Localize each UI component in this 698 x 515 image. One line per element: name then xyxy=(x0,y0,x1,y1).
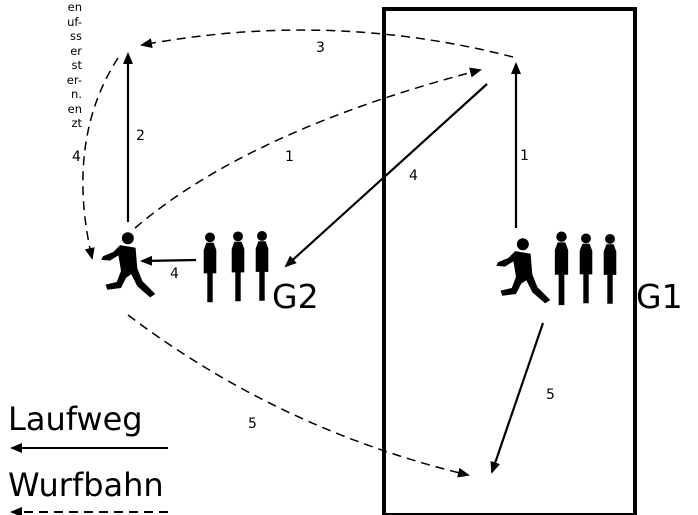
player-icon xyxy=(255,230,269,301)
field-rectangle xyxy=(382,7,637,515)
run-path-5 xyxy=(490,322,545,474)
player-icon xyxy=(554,231,569,306)
cropped-side-text: en uf- ss er st er- n. en zt xyxy=(0,0,82,131)
side-text-line: en xyxy=(67,101,82,116)
run-path-4-short xyxy=(140,255,197,266)
player-icon xyxy=(231,231,245,302)
player-icon xyxy=(203,232,217,303)
throw-path-4 xyxy=(82,57,119,260)
run-path-4-diagonal xyxy=(284,83,488,268)
label-5-solid: 5 xyxy=(546,387,555,403)
runner-icon-left xyxy=(101,232,156,298)
side-text-line: uf- xyxy=(67,14,82,29)
player-icon xyxy=(603,233,617,304)
side-text-line: zt xyxy=(71,116,82,130)
label-2: 2 xyxy=(136,128,145,144)
player-icon xyxy=(579,233,593,304)
throw-path-3 xyxy=(140,29,514,58)
throw-path-5 xyxy=(127,314,470,478)
label-1-dashed: 1 xyxy=(285,149,294,165)
label-3: 3 xyxy=(316,40,325,56)
label-4-short: 4 xyxy=(170,266,179,282)
side-text-line: n. xyxy=(71,87,82,101)
throw-path-1 xyxy=(134,67,482,229)
label-4-left: 4 xyxy=(72,149,81,165)
legend-run-label: Laufweg xyxy=(8,400,143,438)
label-4-middle: 4 xyxy=(409,168,418,184)
group-label-g1: G1 xyxy=(636,277,683,316)
side-text-line: er xyxy=(70,43,82,58)
runner-icon-right xyxy=(496,238,551,304)
side-text-line: er- xyxy=(66,72,82,87)
label-1-solid: 1 xyxy=(520,148,529,164)
group-label-g2: G2 xyxy=(272,277,319,316)
side-text-line: ss xyxy=(70,29,82,43)
label-5-dashed: 5 xyxy=(248,416,257,432)
side-text-line: en xyxy=(67,0,82,14)
side-text-line: st xyxy=(71,58,82,72)
legend-throw-label: Wurfbahn xyxy=(8,466,164,504)
